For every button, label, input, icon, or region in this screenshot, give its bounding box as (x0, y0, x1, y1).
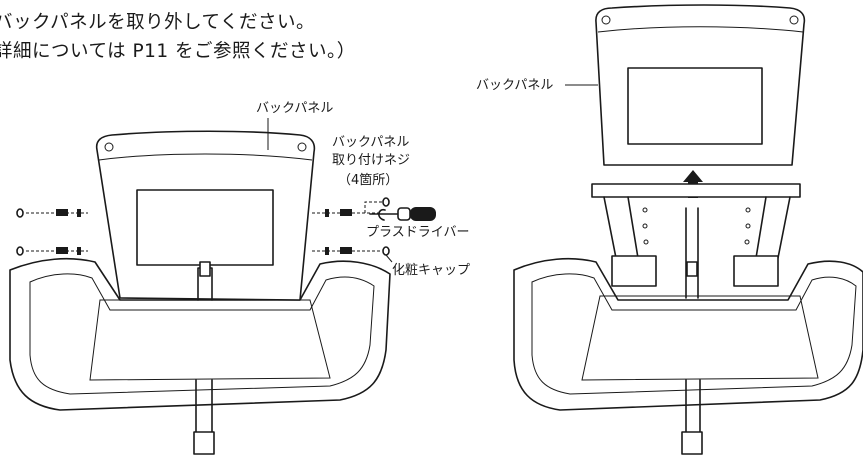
right-post-left (603, 196, 639, 259)
left-figure (9, 118, 436, 455)
mount-screw-label-line2: 取り付けネジ (332, 153, 411, 168)
right-base-plate (581, 295, 819, 381)
instruction-line-1: バックパネルを取り外してください。 (0, 12, 315, 33)
right-panel-hole-left (601, 15, 611, 25)
right-tray-inner (531, 273, 857, 395)
right-panel-hole-right (789, 15, 799, 25)
right-post-right (755, 196, 791, 259)
right-strap (685, 207, 701, 441)
right-back-panel (595, 4, 806, 166)
right-tray-frame (513, 257, 863, 411)
mount-screw-label-line1: バックパネル (332, 135, 410, 150)
left-screws-left (16, 208, 88, 256)
right-panel-top-lip (597, 26, 804, 33)
left-base-plate (89, 299, 331, 381)
phillips-screwdriver-label: プラスドライバー (366, 225, 470, 240)
right-figure (513, 4, 863, 455)
right-pad-right (733, 255, 779, 287)
left-screws-right (312, 209, 390, 256)
left-panel-hole-right (297, 142, 307, 152)
right-back-panel-label: バックパネル (476, 78, 554, 93)
left-panel-hole-left (104, 142, 114, 152)
left-strap-buckle (199, 261, 211, 277)
right-strap-buckle (686, 261, 698, 277)
right-panel-screen (627, 67, 763, 145)
left-tray-frame (9, 257, 391, 411)
right-strap-end (681, 431, 703, 455)
right-crossbar (591, 183, 801, 198)
left-back-panel-label: バックパネル (256, 101, 334, 116)
left-tray-inner (29, 273, 375, 395)
cosmetic-cap-leader (385, 254, 393, 263)
cosmetic-cap-label: 化粧キャップ (392, 263, 471, 278)
left-strap-end (193, 431, 215, 455)
screwdriver-illustration (364, 197, 436, 221)
right-pad-left (611, 255, 657, 287)
left-back-panel (95, 130, 316, 301)
mount-screw-count-label: （4箇所） (338, 173, 399, 188)
instruction-line-2: 詳細については P11 をご参照ください。） (0, 41, 356, 62)
left-strap (195, 267, 213, 441)
left-panel-top-lip (98, 153, 313, 161)
